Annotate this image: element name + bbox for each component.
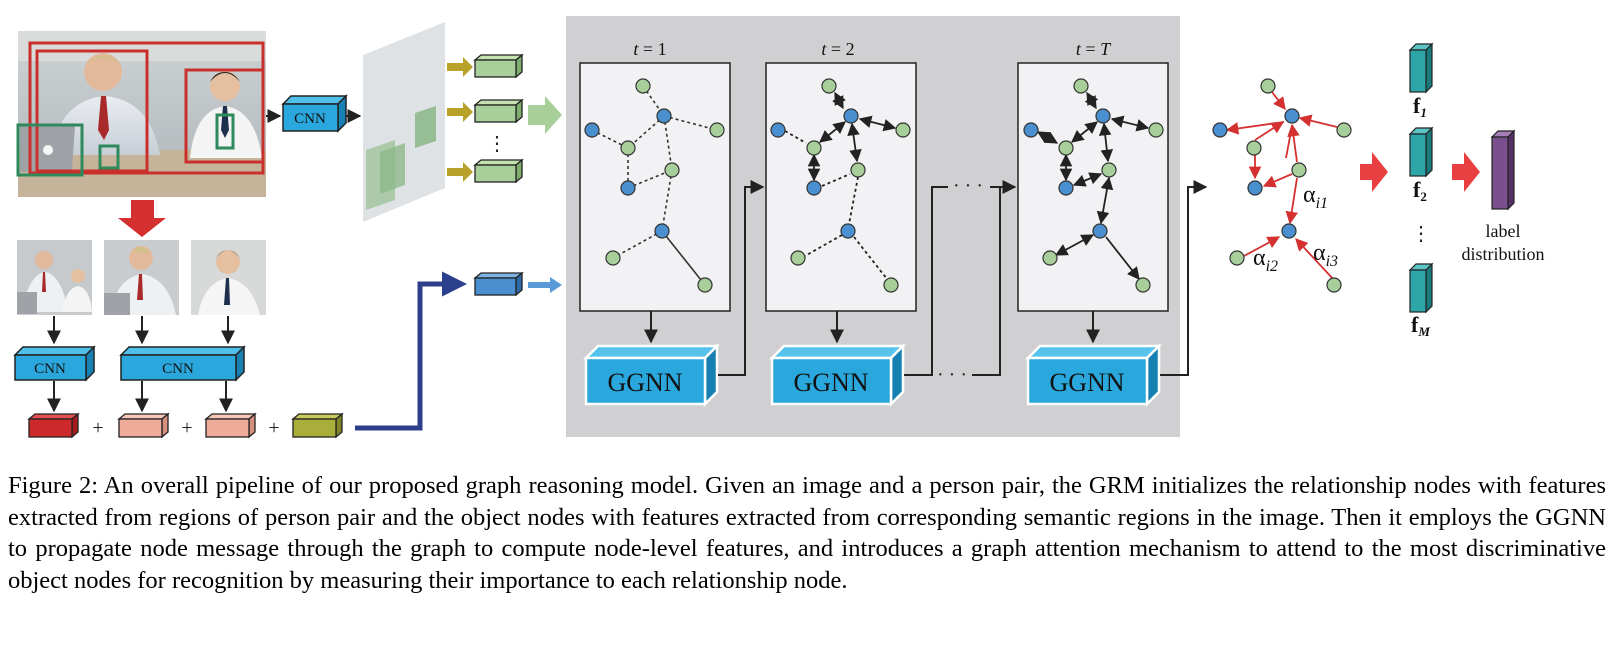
ggnn-label-1: GGNN bbox=[607, 368, 682, 397]
feature-label-2: f2 bbox=[1413, 177, 1427, 204]
union-feature bbox=[27, 412, 80, 439]
object-feature-1 bbox=[473, 53, 524, 79]
connector-bottom-to-T bbox=[972, 187, 1001, 376]
attention-graph: αi1 αi2 αi3 bbox=[1212, 78, 1352, 293]
connector-1-2 bbox=[718, 180, 765, 376]
relationship-feature bbox=[473, 271, 524, 297]
crop-down-arrow bbox=[118, 200, 166, 237]
person2-feature bbox=[204, 412, 257, 439]
time-label-1: t = 1 bbox=[633, 39, 666, 59]
feature-vector-2 bbox=[1408, 126, 1434, 178]
feature-vector-M bbox=[1408, 262, 1434, 314]
arrow-to-features bbox=[1360, 152, 1388, 192]
ggnn-label-2: GGNN bbox=[793, 368, 868, 397]
cropped-regions bbox=[17, 240, 266, 315]
person1-feature bbox=[117, 412, 170, 439]
pipeline-figure: CNN ⋮ bbox=[13, 16, 1545, 439]
cnn-block-top: CNN bbox=[281, 94, 348, 133]
object-feature-2 bbox=[473, 98, 524, 124]
cnn-label-persons: CNN bbox=[162, 361, 194, 377]
cnn-block-persons: CNN bbox=[119, 345, 246, 382]
output-label-line1: label bbox=[1486, 221, 1521, 241]
cnn-block-union: CNN bbox=[13, 345, 96, 382]
graph-frame-1 bbox=[579, 62, 731, 312]
cnn-label-union: CNN bbox=[34, 361, 66, 377]
graph-frame-T bbox=[1017, 62, 1169, 312]
ggnn-label-T: GGNN bbox=[1049, 368, 1124, 397]
crop-union bbox=[17, 240, 92, 315]
plus-sign-2: + bbox=[181, 417, 192, 439]
input-photo bbox=[16, 31, 266, 197]
ggnn-block-2: GGNN bbox=[768, 342, 907, 408]
attention-weight-i3: αi3 bbox=[1313, 240, 1338, 270]
connector-2-next bbox=[904, 186, 948, 376]
ggnn-block-T: GGNN bbox=[1024, 342, 1163, 408]
roi-boxes bbox=[16, 41, 265, 177]
figure-caption: Figure 2: An overall pipeline of our pro… bbox=[8, 472, 1606, 594]
connector-T-attention bbox=[1160, 180, 1208, 376]
arrow-to-output bbox=[1452, 152, 1480, 192]
attention-weight-i2: αi2 bbox=[1253, 245, 1278, 275]
ellipsis-bottom: · · · bbox=[937, 364, 967, 386]
vertical-ellipsis-features: ⋮ bbox=[487, 133, 507, 155]
output-label-line2: distribution bbox=[1461, 244, 1544, 264]
roi-arrow-1 bbox=[447, 57, 473, 77]
object-feature-3 bbox=[473, 158, 524, 184]
object-features-arrow bbox=[528, 96, 562, 134]
relationship-feature-arrow bbox=[528, 277, 562, 293]
plus-sign-3: + bbox=[268, 417, 279, 439]
crop-person-1 bbox=[104, 240, 179, 315]
output-vector bbox=[1490, 129, 1516, 211]
feature-map bbox=[363, 22, 445, 222]
attention-weight-i1: αi1 bbox=[1303, 182, 1328, 212]
crop-person-2 bbox=[191, 240, 266, 315]
plus-sign-1: + bbox=[92, 417, 103, 439]
roi-features: ⋮ bbox=[447, 53, 562, 184]
graph-frame-2 bbox=[765, 62, 917, 312]
time-label-2: t = 2 bbox=[821, 39, 854, 59]
ellipsis-top: · · · bbox=[953, 175, 983, 197]
cnn-label-top: CNN bbox=[294, 111, 326, 127]
node-features: f1 f2 ⋮ fM bbox=[1408, 42, 1434, 339]
roi-arrow-3 bbox=[447, 162, 473, 182]
feature-label-1: f1 bbox=[1413, 93, 1427, 120]
vertical-ellipsis-nodes: ⋮ bbox=[1411, 223, 1431, 245]
graph-tT bbox=[1023, 78, 1164, 293]
box-feature bbox=[291, 412, 344, 439]
roi-arrow-2 bbox=[447, 102, 473, 122]
time-label-T: t = T bbox=[1076, 39, 1112, 59]
ggnn-block-1: GGNN bbox=[582, 342, 721, 408]
feature-label-M: fM bbox=[1411, 312, 1430, 339]
graph-t2 bbox=[770, 78, 911, 293]
relationship-path bbox=[355, 271, 467, 431]
feature-vector-1 bbox=[1408, 42, 1434, 94]
graph-t1 bbox=[584, 78, 725, 293]
